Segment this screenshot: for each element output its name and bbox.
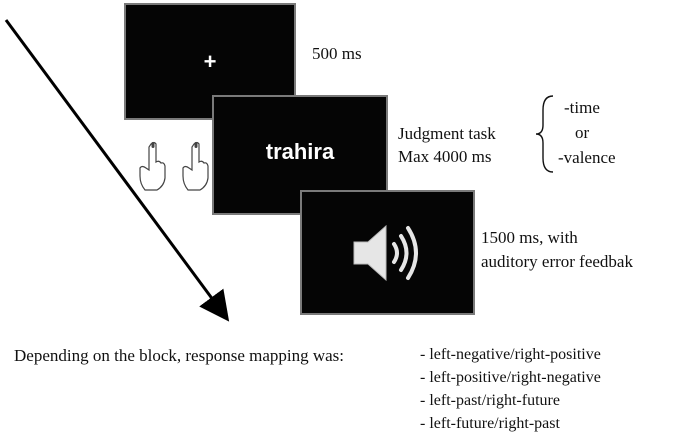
mapping-item: - left-future/right-past xyxy=(420,415,560,432)
judgment-max-label: Max 4000 ms xyxy=(398,147,492,166)
task-option-time: -time xyxy=(564,98,600,117)
stimulus-word: trahira xyxy=(265,139,335,164)
speaker-icon xyxy=(353,224,418,282)
fixation-duration-label: 500 ms xyxy=(312,44,362,63)
mapping-intro: Depending on the block, response mapping… xyxy=(14,346,345,365)
options-bracket xyxy=(535,95,554,173)
feedback-duration-label: 1500 ms, with xyxy=(481,228,578,247)
mapping-item: - left-negative/right-positive xyxy=(420,346,601,363)
left-hand-icon xyxy=(139,141,166,191)
fixation-screen: + xyxy=(124,3,296,120)
judgment-task-label: Judgment task xyxy=(398,124,496,143)
task-option-valence: -valence xyxy=(558,148,616,167)
task-option-or: or xyxy=(575,123,590,142)
right-hand-icon xyxy=(182,141,209,191)
fixation-cross: + xyxy=(203,49,217,74)
mapping-item: - left-past/right-future xyxy=(420,392,560,409)
feedback-description-label: auditory error feedbak xyxy=(481,252,633,271)
feedback-screen xyxy=(300,190,475,315)
mapping-item: - left-positive/right-negative xyxy=(420,369,601,386)
